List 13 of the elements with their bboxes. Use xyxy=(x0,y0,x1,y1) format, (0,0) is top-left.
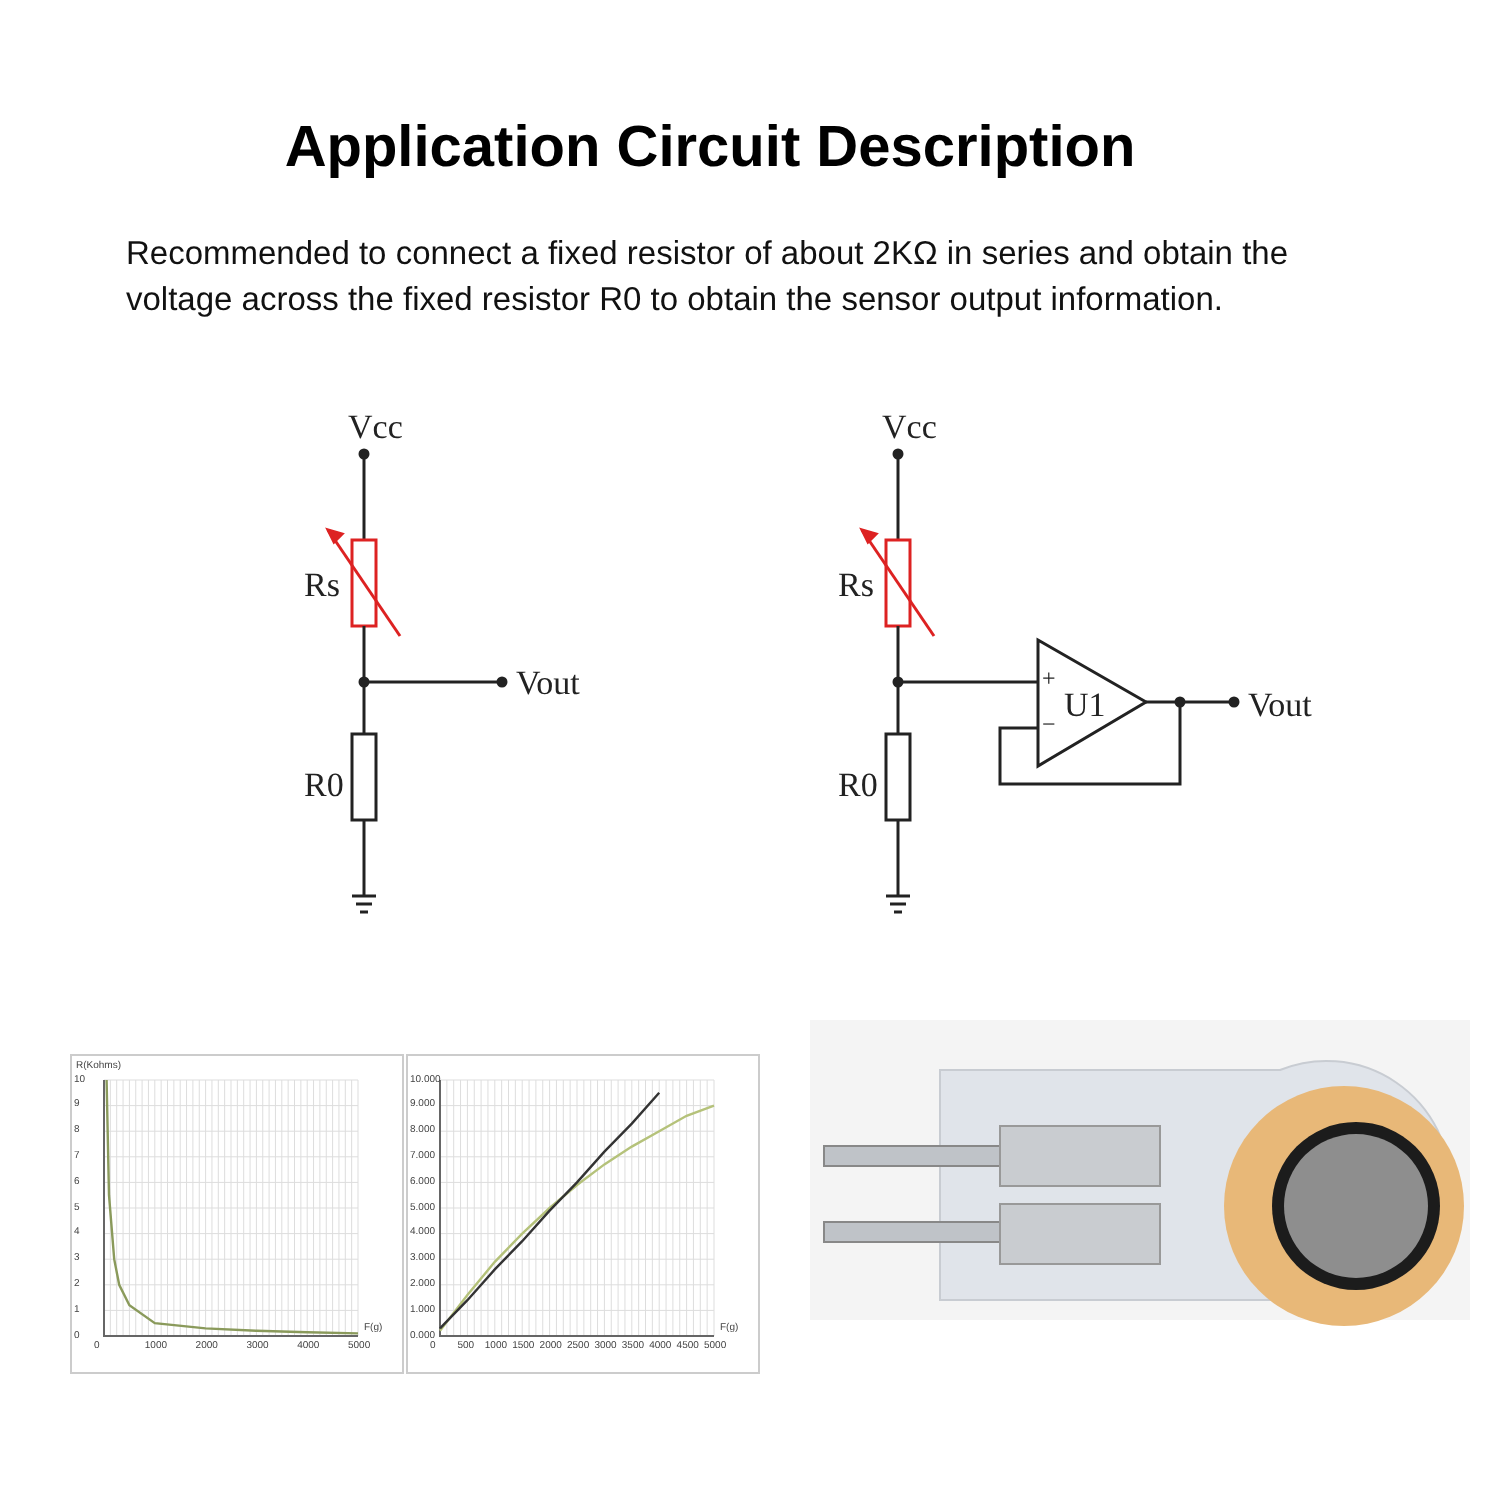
component-label: R0 xyxy=(838,768,878,802)
component-label: R0 xyxy=(304,768,344,802)
terminal-label: Vcc xyxy=(882,410,937,444)
pin-label: + xyxy=(1042,666,1056,690)
component-label: Rs xyxy=(304,568,340,602)
pin-label: − xyxy=(1042,712,1056,736)
component-label: U1 xyxy=(1064,688,1106,722)
component-label: Rs xyxy=(838,568,874,602)
title: Application Circuit Description xyxy=(282,116,1138,182)
terminal-label: Vout xyxy=(516,666,580,700)
description-text: Recommended to connect a fixed resistor of about 2KΩ in series and obtain the voltage across the fixed resistor R0 to obtain the sensor output information. xyxy=(126,234,1291,322)
terminal-label: Vout xyxy=(1248,688,1312,722)
terminal-label: Vcc xyxy=(348,410,403,444)
